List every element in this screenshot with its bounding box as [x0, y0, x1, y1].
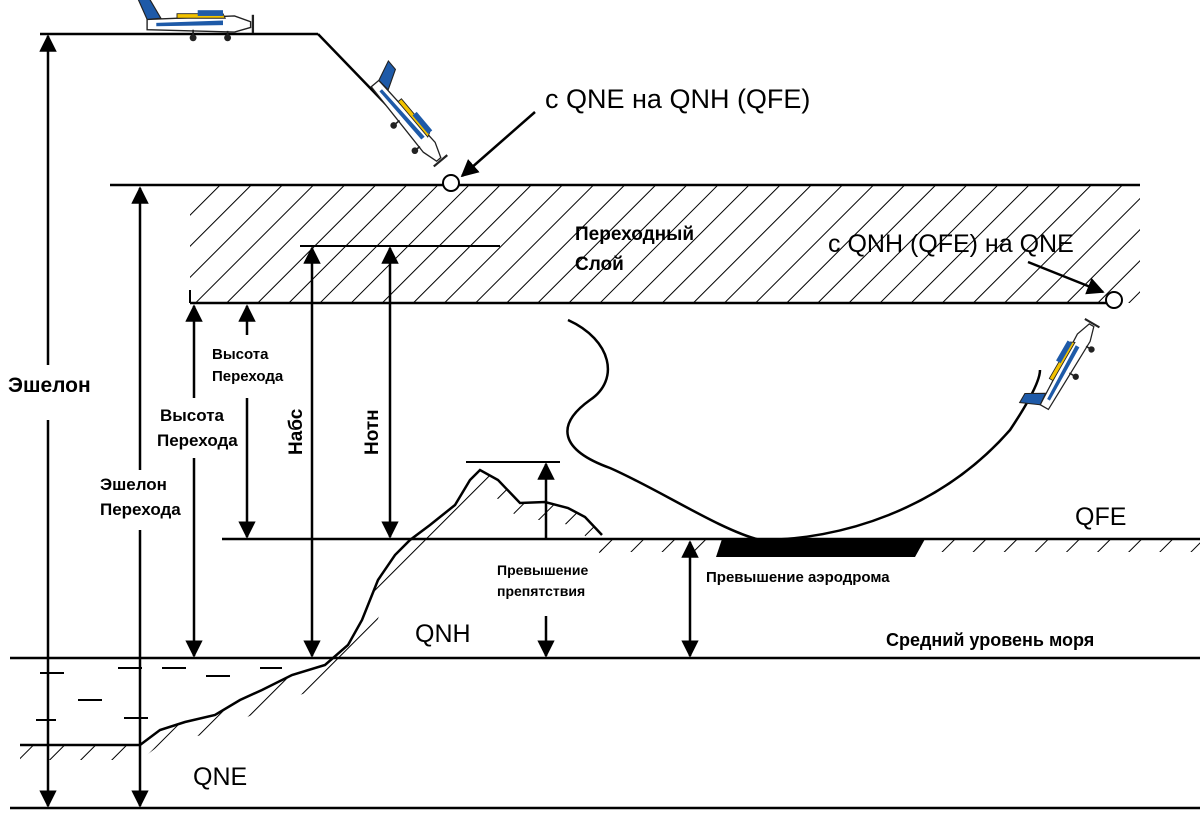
label-qne: QNE: [193, 763, 247, 791]
label-h-abs: Набс: [286, 408, 307, 455]
label-transition-altitude-b-2: Перехода: [157, 431, 238, 450]
label-transition-layer-1: Переходный: [575, 224, 694, 245]
label-qne-to-qnh: с QNE на QNH (QFE): [545, 84, 810, 114]
airplane-icon: [356, 59, 461, 173]
label-qnh: QNH: [415, 620, 471, 648]
label-transition-level-2: Перехода: [100, 500, 181, 519]
label-obstacle-elevation-2: препятствия: [497, 583, 585, 599]
runway: [716, 539, 925, 557]
transition-layer-band: [190, 185, 1140, 303]
arrow-icon: [460, 111, 536, 178]
label-transition-altitude-a-1: Высота: [212, 346, 269, 363]
label-transition-altitude-a-2: Перехода: [212, 368, 284, 385]
label-flight-level: Эшелон: [8, 374, 91, 397]
arrow-icon: [1027, 260, 1105, 295]
label-transition-altitude-b-1: Высота: [160, 406, 225, 425]
transition-point-icon: [1105, 291, 1123, 309]
label-qnh-to-qne: с QNH (QFE) на QNE: [828, 230, 1074, 258]
label-h-rel: Нотн: [362, 409, 383, 455]
flight-path: [566, 318, 1042, 542]
sea-dashes: [36, 667, 282, 721]
label-obstacle-elevation-1: Превышение: [497, 562, 588, 578]
label-qfe: QFE: [1075, 503, 1126, 531]
airplane-icon: [1018, 310, 1107, 424]
label-transition-layer-2: Слой: [575, 254, 624, 275]
transition-point-icon: [442, 174, 460, 192]
label-transition-level-1: Эшелон: [100, 475, 167, 494]
label-mean-sea-level: Средний уровень моря: [886, 630, 1094, 650]
label-aerodrome-elevation: Превышение аэродрома: [706, 569, 890, 586]
